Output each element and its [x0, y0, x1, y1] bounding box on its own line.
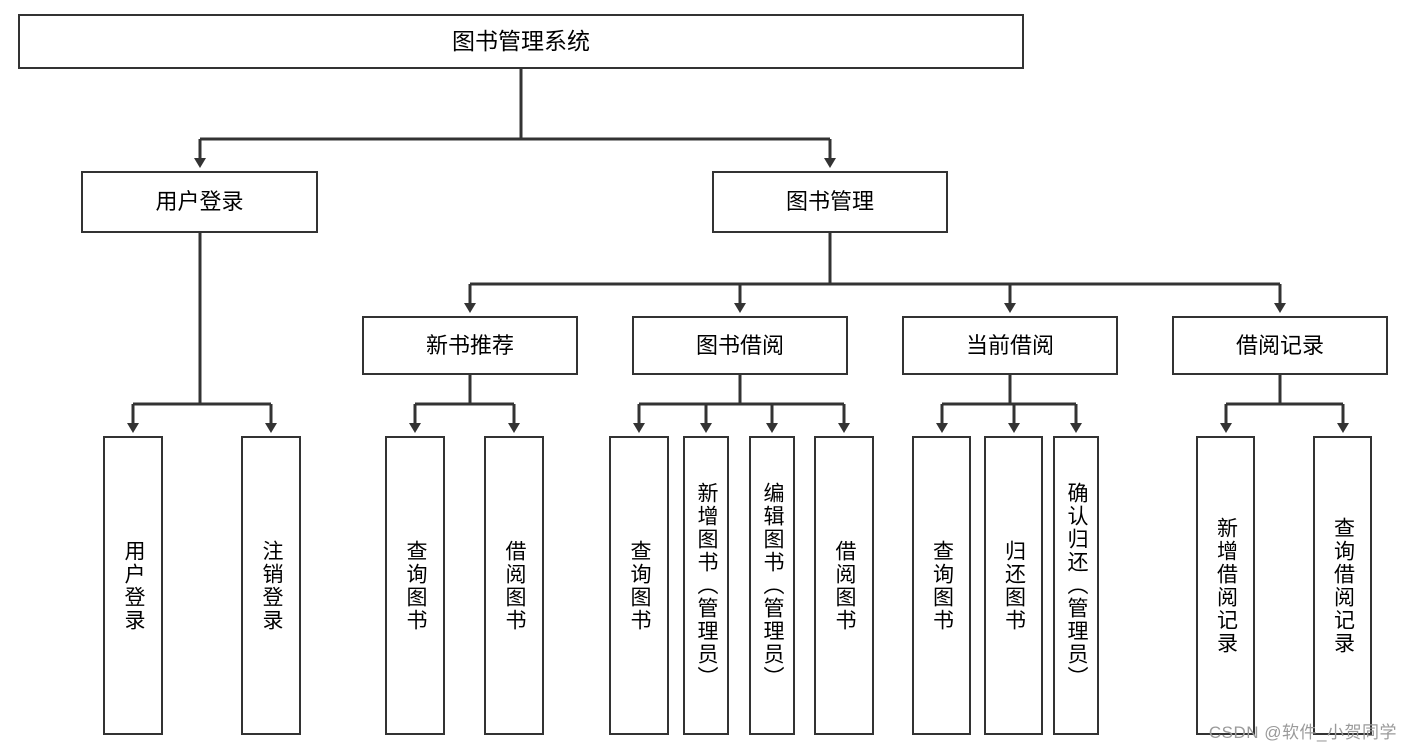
node-book-borrow[interactable]: 图书借阅: [632, 316, 848, 375]
node-leaf-query-record[interactable]: 查询借阅记录: [1313, 436, 1372, 735]
node-label: 借阅图书: [503, 539, 527, 632]
node-label: 新增借阅记录: [1214, 516, 1238, 655]
node-label: 图书管理: [785, 189, 874, 215]
node-label: 图书管理系统: [452, 27, 590, 54]
node-leaf-borrow-book-2[interactable]: 借阅图书: [814, 436, 874, 735]
node-leaf-add-book-admin[interactable]: 新增图书（管理员）: [683, 436, 729, 735]
node-user-login[interactable]: 用户登录: [81, 171, 318, 233]
node-leaf-add-record[interactable]: 新增借阅记录: [1196, 436, 1255, 735]
node-book-manage[interactable]: 图书管理: [712, 171, 948, 233]
node-label: 编辑图书（管理员）: [761, 482, 785, 689]
node-leaf-query-book-2[interactable]: 查询图书: [609, 436, 669, 735]
node-leaf-logout[interactable]: 注销登录: [241, 436, 301, 735]
node-label: 用户登录: [155, 189, 244, 215]
node-new-book-recommend[interactable]: 新书推荐: [362, 316, 578, 375]
node-label: 当前借阅: [965, 332, 1054, 358]
node-leaf-edit-book-admin[interactable]: 编辑图书（管理员）: [749, 436, 795, 735]
node-label: 归还图书: [1002, 539, 1026, 632]
node-label: 查询图书: [930, 539, 954, 632]
node-label: 确认归还（管理员）: [1065, 482, 1089, 689]
node-label: 借阅记录: [1235, 332, 1324, 358]
node-leaf-user-login[interactable]: 用户登录: [103, 436, 163, 735]
node-root[interactable]: 图书管理系统: [18, 14, 1024, 69]
node-current-borrow[interactable]: 当前借阅: [902, 316, 1118, 375]
node-label: 新增图书（管理员）: [695, 482, 719, 689]
node-leaf-confirm-return-admin[interactable]: 确认归还（管理员）: [1053, 436, 1099, 735]
node-leaf-return-book[interactable]: 归还图书: [984, 436, 1043, 735]
node-label: 查询图书: [404, 539, 428, 632]
node-label: 查询图书: [628, 539, 652, 632]
watermark: CSDN @软件_小贺同学: [1208, 723, 1397, 742]
node-label: 查询借阅记录: [1331, 516, 1355, 655]
node-label: 用户登录: [122, 539, 146, 632]
node-leaf-query-book-3[interactable]: 查询图书: [912, 436, 971, 735]
node-label: 新书推荐: [425, 332, 514, 358]
node-leaf-borrow-book-1[interactable]: 借阅图书: [484, 436, 544, 735]
node-label: 图书借阅: [695, 332, 784, 358]
node-label: 注销登录: [260, 539, 284, 632]
node-borrow-record[interactable]: 借阅记录: [1172, 316, 1388, 375]
node-leaf-query-book-1[interactable]: 查询图书: [385, 436, 445, 735]
node-label: 借阅图书: [833, 539, 857, 632]
